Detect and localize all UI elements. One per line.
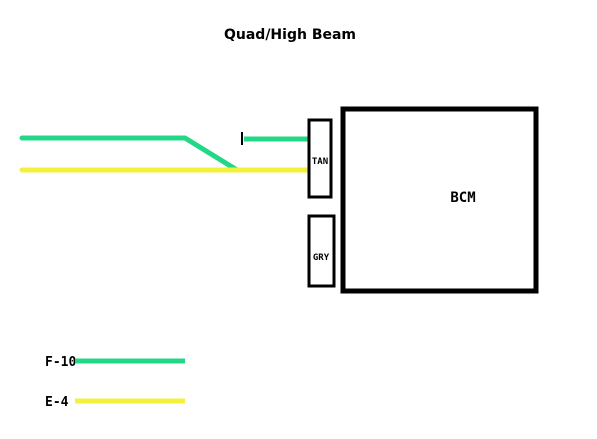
tan-connector-label: TAN — [312, 157, 328, 167]
bcm-module — [340, 106, 539, 294]
legend-label-e4: E-4 — [45, 395, 69, 410]
diagram-title: Quad/High Beam — [224, 27, 356, 43]
gry-connector-label: GRY — [313, 253, 330, 263]
gry-connector — [307, 214, 336, 288]
green-wire — [19, 135, 240, 173]
bcm-label: BCM — [450, 190, 475, 206]
tan-connector — [307, 118, 333, 199]
legend-label-f10: F-10 — [45, 355, 76, 370]
